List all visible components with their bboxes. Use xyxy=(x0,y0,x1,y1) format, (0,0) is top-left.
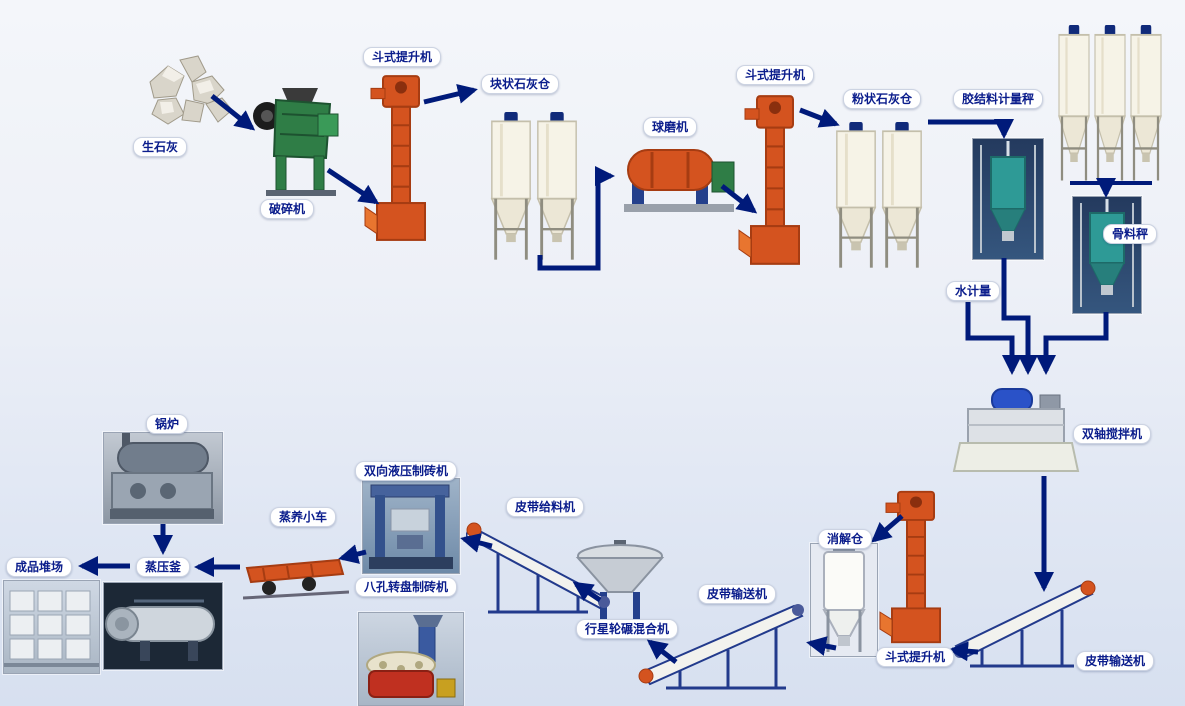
label-crusher: 破碎机 xyxy=(260,199,315,219)
steam-curing-trolley-image xyxy=(243,550,349,602)
arrow-binder-scale-to-mixer xyxy=(1001,258,1038,375)
arrow-planetary-mixer-to-feeder xyxy=(572,581,602,603)
label-lump-lime-silo: 块状石灰仓 xyxy=(481,74,560,94)
aggregate-scale-image xyxy=(1072,196,1142,314)
hydraulic-brick-press-image xyxy=(362,478,460,574)
label-bucket-elevator-3: 斗式提升机 xyxy=(876,647,955,667)
label-twin-shaft-mixer: 双轴搅拌机 xyxy=(1073,424,1152,444)
label-rotary-brick-press: 八孔转盘制砖机 xyxy=(355,577,458,597)
arrow-ball-mill-to-elevator2 xyxy=(720,184,758,214)
arrow-elevator2-to-powder-silo xyxy=(799,107,840,128)
arrow-quicklime-to-crusher xyxy=(210,94,256,131)
label-digestion-silo: 消解仓 xyxy=(818,529,873,549)
arrow-digestion-silo-to-conveyor-mid xyxy=(806,636,837,656)
twin-shaft-mixer-image xyxy=(952,383,1080,475)
product-yard-image xyxy=(3,580,100,674)
arrow-crusher-to-elevator1 xyxy=(326,167,380,205)
label-belt-conveyor-right: 皮带输送机 xyxy=(1076,651,1155,671)
label-bucket-elevator-2: 斗式提升机 xyxy=(736,65,815,85)
crusher-image xyxy=(252,86,344,198)
label-belt-feeder: 皮带给料机 xyxy=(506,497,585,517)
label-planetary-mixer: 行星轮碾混合机 xyxy=(576,619,679,639)
label-bucket-elevator-1: 斗式提升机 xyxy=(363,47,442,67)
arrow-conveyor-mid-to-planetary-mixer xyxy=(646,639,678,664)
boiler-image xyxy=(103,432,223,524)
rotary-brick-press-image xyxy=(358,612,464,706)
arrow-brick-press-to-trolley xyxy=(338,544,367,564)
label-powder-lime-silo: 粉状石灰仓 xyxy=(843,89,922,109)
label-quicklime: 生石灰 xyxy=(133,137,188,157)
digestion-silo-image xyxy=(810,543,878,657)
label-steam-curing-trolley: 蒸养小车 xyxy=(270,507,337,527)
label-boiler: 锅炉 xyxy=(146,414,189,434)
label-hydraulic-brick-press: 双向液压制砖机 xyxy=(355,461,458,481)
arrow-feeder-to-brick-press xyxy=(460,533,493,553)
belt-conveyor-mid-image xyxy=(636,592,816,690)
arrow-water-to-mixer xyxy=(965,302,1022,375)
label-belt-conveyor-mid: 皮带输送机 xyxy=(698,584,777,604)
label-product-yard: 成品堆场 xyxy=(6,557,73,577)
arrow-aggregate-scale-to-mixer xyxy=(1036,312,1109,375)
label-binder-metering-scale: 胶结料计量秤 xyxy=(953,89,1044,109)
arrow-powder-silo-to-binder-scale xyxy=(928,119,1014,139)
arrow-elevator1-to-lump-silo xyxy=(423,84,478,105)
label-ball-mill: 球磨机 xyxy=(643,117,698,137)
arrow-lump-silo-to-ball-mill xyxy=(537,166,615,271)
arrow-conveyor-right-to-elevator3 xyxy=(948,641,979,662)
autoclave-image xyxy=(103,582,223,670)
label-water-metering: 水计量 xyxy=(946,281,1001,301)
ball-mill-image xyxy=(620,136,738,214)
label-autoclave: 蒸压釜 xyxy=(136,557,191,577)
arrow-elevator3-to-digestion-silo xyxy=(870,514,904,543)
label-aggregate-scale: 骨料秤 xyxy=(1103,224,1158,244)
